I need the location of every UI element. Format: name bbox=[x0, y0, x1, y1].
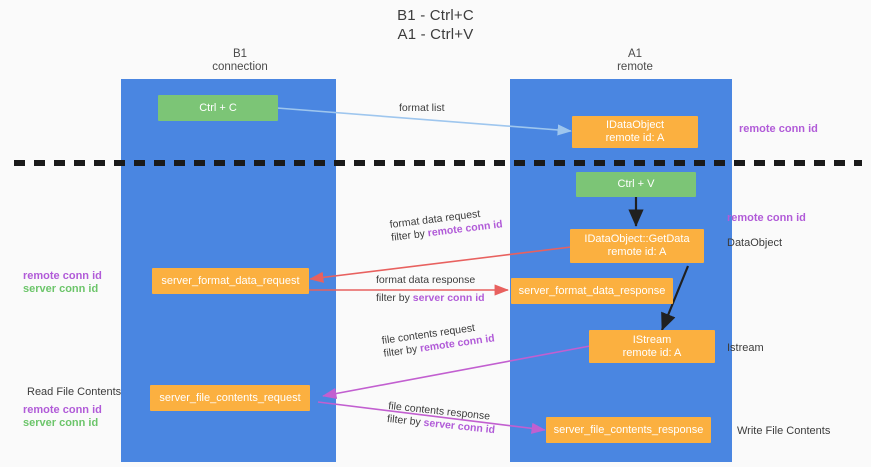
node-ctrl-v[interactable]: Ctrl + V bbox=[576, 172, 696, 197]
lane-header-b1: B1 connection bbox=[150, 48, 330, 74]
node-server-file-contents-request[interactable]: server_file_contents_request bbox=[150, 385, 310, 411]
node-idataobject[interactable]: IDataObject remote id: A bbox=[572, 116, 698, 148]
lane-header-a1: A1 remote bbox=[535, 48, 735, 74]
node-getdata-label: IDataObject::GetData bbox=[584, 233, 690, 245]
node-server-format-data-response[interactable]: server_format_data_response bbox=[511, 278, 673, 304]
node-server-file-contents-response[interactable]: server_file_contents_response bbox=[546, 417, 711, 443]
annotation-left-server-conn-id-mid: server conn id bbox=[23, 283, 99, 295]
filter-prefix: filter by bbox=[386, 412, 425, 429]
node-ctrl-c-label: Ctrl + C bbox=[199, 101, 237, 114]
annotation-left-remote-conn-id-bottom: remote conn id bbox=[23, 404, 102, 416]
node-server-format-data-response-label: server_format_data_response bbox=[518, 284, 666, 297]
annotation-right-write-file-contents: Write File Contents bbox=[737, 425, 831, 437]
annotation-right-remote-conn-id-mid: remote conn id bbox=[727, 212, 806, 224]
annotation-right-dataobject: DataObject bbox=[727, 237, 783, 249]
diagram-title-line1: B1 - Ctrl+C bbox=[397, 7, 474, 24]
node-istream-remote-id: remote id: A bbox=[622, 346, 682, 359]
node-ctrl-c[interactable]: Ctrl + C bbox=[158, 95, 278, 121]
edge-label-format-data-response: format data response filter by server co… bbox=[376, 274, 485, 305]
diagram-title: B1 - Ctrl+C A1 - Ctrl+V bbox=[0, 6, 871, 44]
annotation-right-remote-conn-id-top: remote conn id bbox=[739, 123, 818, 135]
node-idataobject-getdata[interactable]: IDataObject::GetData remote id: A bbox=[570, 229, 704, 263]
edge-label-format-data-response-main: format data response bbox=[376, 274, 476, 286]
node-istream[interactable]: IStream remote id: A bbox=[589, 330, 715, 363]
node-getdata-remote-id: remote id: A bbox=[607, 246, 667, 258]
node-server-format-data-request[interactable]: server_format_data_request bbox=[152, 268, 309, 294]
node-ctrl-v-label: Ctrl + V bbox=[617, 178, 655, 190]
node-server-file-contents-response-label: server_file_contents_response bbox=[553, 423, 704, 436]
node-istream-label: IStream bbox=[632, 333, 672, 346]
diagram-title-line2: A1 - Ctrl+V bbox=[397, 26, 474, 43]
filter-prefix: filter by bbox=[376, 292, 413, 304]
node-idataobject-remote-id: remote id: A bbox=[605, 132, 665, 144]
node-idataobject-label: IDataObject bbox=[605, 119, 665, 131]
edge-label-format-data-response-filter: filter by server conn id bbox=[376, 292, 485, 305]
annotation-left-read-file-contents: Read File Contents bbox=[27, 386, 122, 398]
lane-header-b1-sub: connection bbox=[212, 61, 268, 73]
lane-header-a1-sub: remote bbox=[617, 61, 653, 73]
annotation-right-istream: Istream bbox=[727, 342, 764, 354]
edge-label-file-contents-response: file contents response filter by server … bbox=[386, 400, 497, 437]
lane-header-b1-name: B1 bbox=[232, 48, 248, 60]
filter-key-server-conn-id: server conn id bbox=[412, 292, 485, 304]
edge-label-file-contents-request: file contents request filter by remote c… bbox=[381, 319, 496, 360]
edge-label-format-list: format list bbox=[399, 102, 445, 114]
lane-header-a1-name: A1 bbox=[627, 48, 643, 60]
node-server-file-contents-request-label: server_file_contents_request bbox=[159, 391, 301, 404]
node-server-format-data-request-label: server_format_data_request bbox=[161, 274, 300, 287]
annotation-left-remote-conn-id-mid: remote conn id bbox=[23, 270, 102, 282]
edge-label-format-data-request: format data request filter by remote con… bbox=[389, 205, 503, 244]
annotation-left-server-conn-id-bottom: server conn id bbox=[23, 417, 99, 429]
